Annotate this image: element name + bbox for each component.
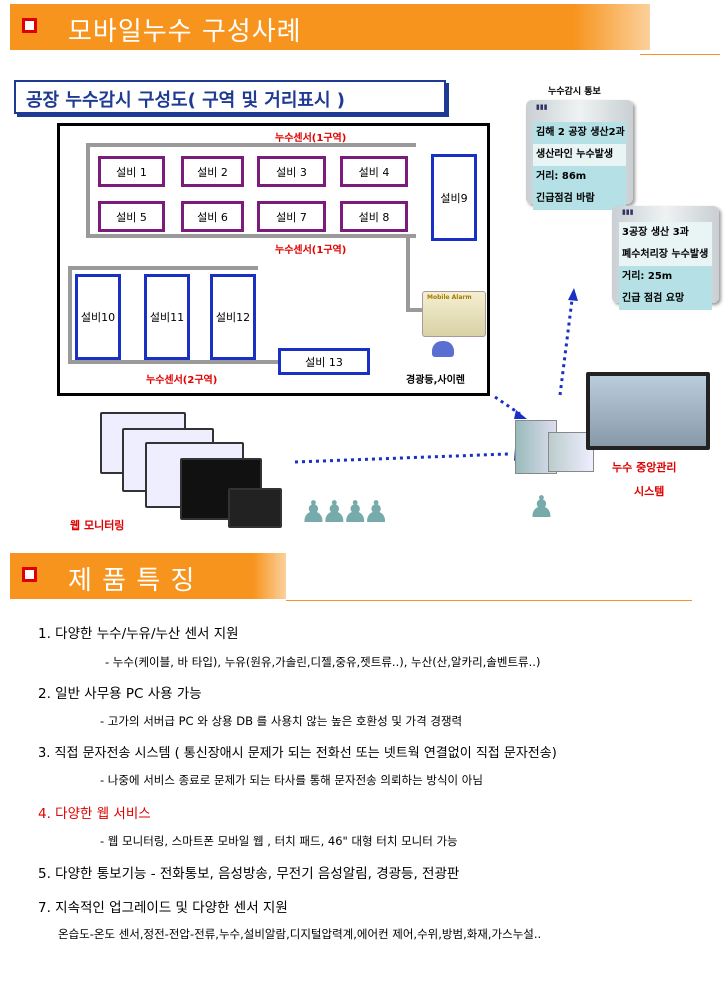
sensor-cable (86, 143, 416, 147)
central-monitor-icon (586, 372, 710, 450)
tablet-icon (228, 488, 282, 528)
feature-title: 4. 다양한 웹 서비스 (38, 806, 151, 822)
divider (640, 54, 720, 55)
signal-icon: ▮▮▮ (536, 103, 548, 111)
divider (286, 600, 692, 601)
section-title: 모바일누수 구성사례 (68, 17, 302, 47)
feature-detail: - 나중에 서비스 종료로 문제가 되는 타사를 통해 문자전송 의뢰하는 방식… (100, 773, 483, 787)
feature-title: 2. 일반 사무용 PC 사용 가능 (38, 686, 202, 702)
sensor-label-zone2: 누수센서(2구역) (146, 375, 218, 386)
equipment-box: 설비9 (431, 154, 477, 241)
sensor-cable (68, 266, 72, 364)
sensor-label-zone1: 누수센서(1구역) (275, 245, 347, 256)
equipment-box: 설비 6 (181, 201, 244, 232)
sms-line: 김해 2 공장 생산2과 (533, 122, 626, 144)
phone-message-2: ▮▮▮ 3공장 생산 3과 폐수처리장 누수발생 거리: 25m 긴급 점검 요… (612, 206, 719, 310)
feature-title: 1. 다양한 누수/누유/누산 센서 지원 (38, 626, 239, 642)
central-label: 시스템 (634, 485, 665, 498)
feature-detail: - 웹 모니터링, 스마트폰 모바일 웹 , 터치 패드, 46" 대형 터치 … (100, 834, 458, 848)
sms-title: 누수감시 통보 (548, 87, 601, 97)
bullet-icon (22, 18, 37, 33)
equipment-box: 설비11 (144, 274, 190, 360)
sms-line: 폐수처리장 누수발생 (619, 244, 712, 266)
equipment-box: 설비 3 (257, 156, 326, 187)
alarm-device: Mobile Alarm (422, 291, 486, 337)
sensor-cable (86, 234, 416, 238)
sms-line: 3공장 생산 3과 (619, 222, 712, 244)
user-icon: ♟ (528, 490, 555, 525)
section-header-1: 모바일누수 구성사례 (10, 4, 650, 50)
sms-line: 생산라인 누수발생 (533, 144, 626, 166)
alarm-device-label: Mobile Alarm (427, 294, 472, 301)
plant-layout: 누수센서(1구역) 누수센서(1구역) 누수센서(2구역) 설비 1 설비 2 … (57, 123, 490, 396)
siren-icon (432, 341, 454, 357)
equipment-box: 설비 1 (98, 156, 165, 187)
equipment-box: 설비 13 (278, 348, 370, 375)
sms-line: 거리: 86m (533, 166, 626, 188)
equipment-box: 설비 7 (257, 201, 326, 232)
feature-title: 7. 지속적인 업그레이드 및 다양한 센서 지원 (38, 900, 288, 916)
users-icon: ♟♟♟♟ (300, 495, 390, 530)
bullet-icon (22, 567, 37, 582)
sensor-cable (406, 238, 410, 312)
feature-detail: - 누수(케이블, 바 타입), 누유(원유,가솔린,디젤,중유,젯트류..),… (105, 655, 541, 669)
feature-detail: 온습도-온도 센서,정전-전압-전류,누수,설비알람,디지털압력계,에어컨 제어… (58, 927, 542, 941)
feature-detail: - 고가의 서버급 PC 와 상용 DB 를 사용치 않는 높은 호환성 및 가… (100, 714, 463, 728)
sensor-cable (406, 308, 424, 312)
phone-message-1: ▮▮▮ 김해 2 공장 생산2과 생산라인 누수발생 거리: 86m 긴급점검 … (526, 100, 633, 210)
sensor-cable (68, 360, 278, 364)
sensor-label-zone1: 누수센서(1구역) (275, 133, 347, 144)
sms-line: 긴급점검 바람 (533, 188, 626, 210)
sensor-cable (68, 266, 258, 270)
equipment-box: 설비10 (75, 274, 121, 360)
diagram-title-box: 공장 누수감시 구성도( 구역 및 거리표시 ) (14, 80, 446, 114)
equipment-box: 설비 8 (340, 201, 408, 232)
equipment-box: 설비12 (210, 274, 256, 360)
equipment-box: 설비 5 (98, 201, 165, 232)
siren-label: 경광등,사이렌 (406, 375, 465, 386)
section-header-2: 제 품 특 징 (10, 553, 286, 599)
feature-title: 3. 직접 문자전송 시스템 ( 통신장애시 문제가 되는 전화선 또는 넷트웍… (38, 746, 557, 761)
sms-line: 긴급 점검 요망 (619, 288, 712, 310)
diagram-title: 공장 누수감시 구성도( 구역 및 거리표시 ) (26, 90, 346, 111)
web-monitoring-label: 웹 모니터링 (70, 519, 125, 532)
equipment-box: 설비 4 (340, 156, 408, 187)
sms-line: 거리: 25m (619, 266, 712, 288)
signal-icon: ▮▮▮ (622, 208, 634, 216)
feature-title: 5. 다양한 통보기능 - 전화통보, 음성방송, 무전기 음성알림, 경광등,… (38, 866, 460, 882)
sensor-cable (86, 143, 90, 238)
equipment-box: 설비 2 (181, 156, 244, 187)
section-title: 제 품 특 징 (68, 566, 196, 596)
central-label: 누수 중앙관리 (612, 461, 677, 474)
